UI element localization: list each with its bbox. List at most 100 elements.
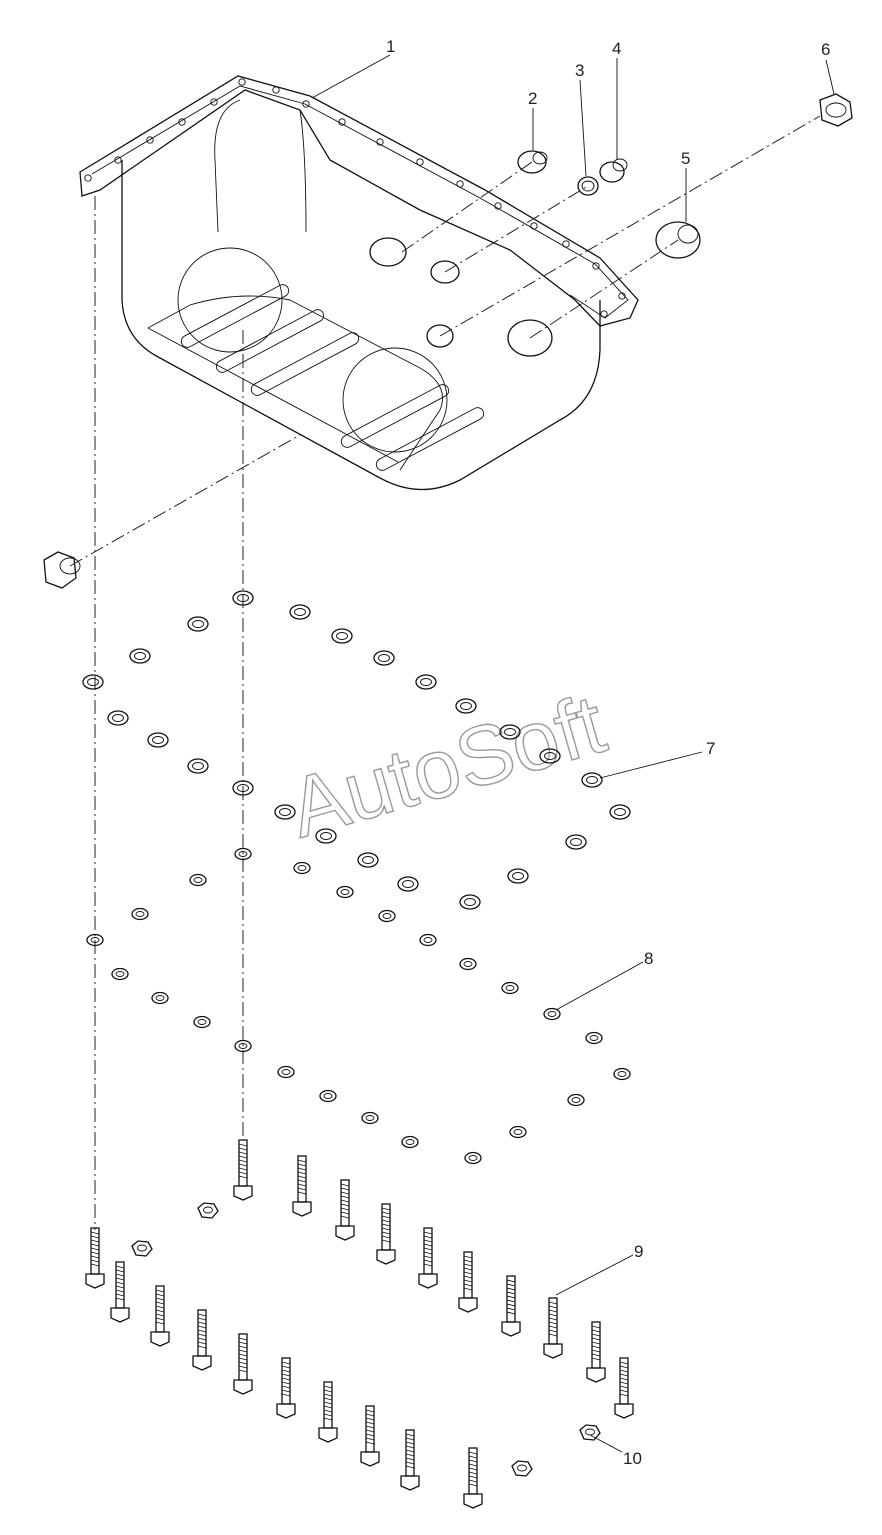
- flange-hole: [114, 156, 122, 164]
- flat-washer: [187, 758, 209, 774]
- flat-washer: [82, 674, 104, 690]
- hex-head-plug: [819, 93, 853, 127]
- hex-bolt: [233, 1139, 253, 1201]
- hex-bolt: [276, 1357, 296, 1419]
- hex-bolt: [150, 1285, 170, 1347]
- flat-washer: [107, 710, 129, 726]
- lock-washer: [567, 1093, 585, 1107]
- bolts-group: [85, 1139, 634, 1509]
- lock-washer: [543, 1007, 561, 1021]
- flat-washer: [539, 748, 561, 764]
- lock-washer: [131, 907, 149, 921]
- pan-boss-2: [430, 260, 460, 284]
- oil-pan-floor: [147, 295, 443, 471]
- hex-nut: [131, 1240, 153, 1257]
- flat-washer: [147, 732, 169, 748]
- oil-pan-flange-inner: [91, 85, 629, 319]
- watermark-text: AutoSoft: [279, 676, 615, 855]
- flat-washer: [397, 876, 419, 892]
- washers-upper-row: [82, 590, 631, 910]
- flange-hole: [592, 262, 600, 270]
- hex-bolt: [418, 1227, 438, 1289]
- drain-plug: [43, 551, 81, 589]
- lock-washer: [464, 1151, 482, 1165]
- oil-pan-body: [121, 160, 601, 491]
- flange-hole: [210, 98, 218, 106]
- flange-holes: [84, 78, 626, 318]
- callout-3: 3: [575, 61, 584, 80]
- flat-washer: [609, 804, 631, 820]
- flange-hole: [338, 118, 346, 126]
- lock-washer: [151, 991, 169, 1005]
- flat-washer: [459, 894, 481, 910]
- threaded-plug: [599, 158, 628, 183]
- callout-2: 2: [528, 89, 537, 108]
- callout-9: 9: [634, 1242, 643, 1261]
- hex-nut: [511, 1460, 533, 1477]
- sealing-ring: [577, 176, 599, 196]
- hex-bolt: [614, 1357, 634, 1419]
- flat-washer: [315, 828, 337, 844]
- hex-bolt: [233, 1333, 253, 1395]
- hex-bolt: [85, 1227, 105, 1289]
- lock-washer: [111, 967, 129, 981]
- pan-boss-4: [507, 319, 553, 357]
- hex-bolt: [110, 1261, 130, 1323]
- hex-nut: [197, 1202, 219, 1219]
- hex-nut: [579, 1424, 601, 1441]
- callout-6: 6: [821, 40, 830, 59]
- lock-washer: [419, 933, 437, 947]
- lock-washer: [509, 1125, 527, 1139]
- flat-washer: [232, 780, 254, 796]
- flat-washer: [274, 804, 296, 820]
- lock-washer: [585, 1031, 603, 1045]
- flange-hole: [456, 180, 464, 188]
- hex-bolt: [501, 1275, 521, 1337]
- hex-bolt: [292, 1155, 312, 1217]
- flat-washer: [507, 868, 529, 884]
- lock-washer: [234, 847, 252, 861]
- lock-washer: [361, 1111, 379, 1125]
- callout-4: 4: [612, 39, 621, 58]
- flange-hole: [146, 136, 154, 144]
- hex-bolt: [458, 1251, 478, 1313]
- flange-hole: [530, 222, 538, 230]
- flange-hole: [600, 310, 608, 318]
- hex-bolt: [400, 1429, 420, 1491]
- washers-lower-row: [86, 847, 631, 1165]
- oil-pan-well: [214, 99, 307, 233]
- callout-5: 5: [681, 149, 690, 168]
- oil-pan-sump-circle-2: [342, 347, 448, 453]
- lock-washer: [277, 1065, 295, 1079]
- lock-washer: [293, 861, 311, 875]
- spacer-bushing: [517, 150, 548, 174]
- flange-hole: [302, 100, 310, 108]
- lock-washer: [319, 1089, 337, 1103]
- callout-labels: 1 2 3 4 5 6 7 8 9 10: [386, 37, 830, 1468]
- flat-washer: [499, 724, 521, 740]
- hex-bolt: [463, 1447, 483, 1509]
- flange-hole: [416, 158, 424, 166]
- flange-hole: [84, 174, 92, 182]
- flat-washer: [331, 628, 353, 644]
- lock-washer: [193, 1015, 211, 1029]
- lock-washer: [459, 957, 477, 971]
- callout-7: 7: [706, 739, 715, 758]
- hex-bolt: [335, 1179, 355, 1241]
- lock-washer: [86, 933, 104, 947]
- oil-pan: [79, 75, 639, 491]
- lock-washer: [234, 1039, 252, 1053]
- flat-washer: [565, 834, 587, 850]
- lock-washer: [378, 909, 396, 923]
- hex-bolt: [192, 1309, 212, 1371]
- flat-washer: [373, 650, 395, 666]
- flange-hole: [376, 138, 384, 146]
- lock-washer: [613, 1067, 631, 1081]
- flat-washer: [455, 698, 477, 714]
- flange-hole: [238, 78, 246, 86]
- hex-bolt: [360, 1405, 380, 1467]
- hex-bolt: [543, 1297, 563, 1359]
- pan-boss-3: [426, 324, 454, 348]
- flat-washer: [129, 648, 151, 664]
- screw-plug-large: [655, 221, 701, 259]
